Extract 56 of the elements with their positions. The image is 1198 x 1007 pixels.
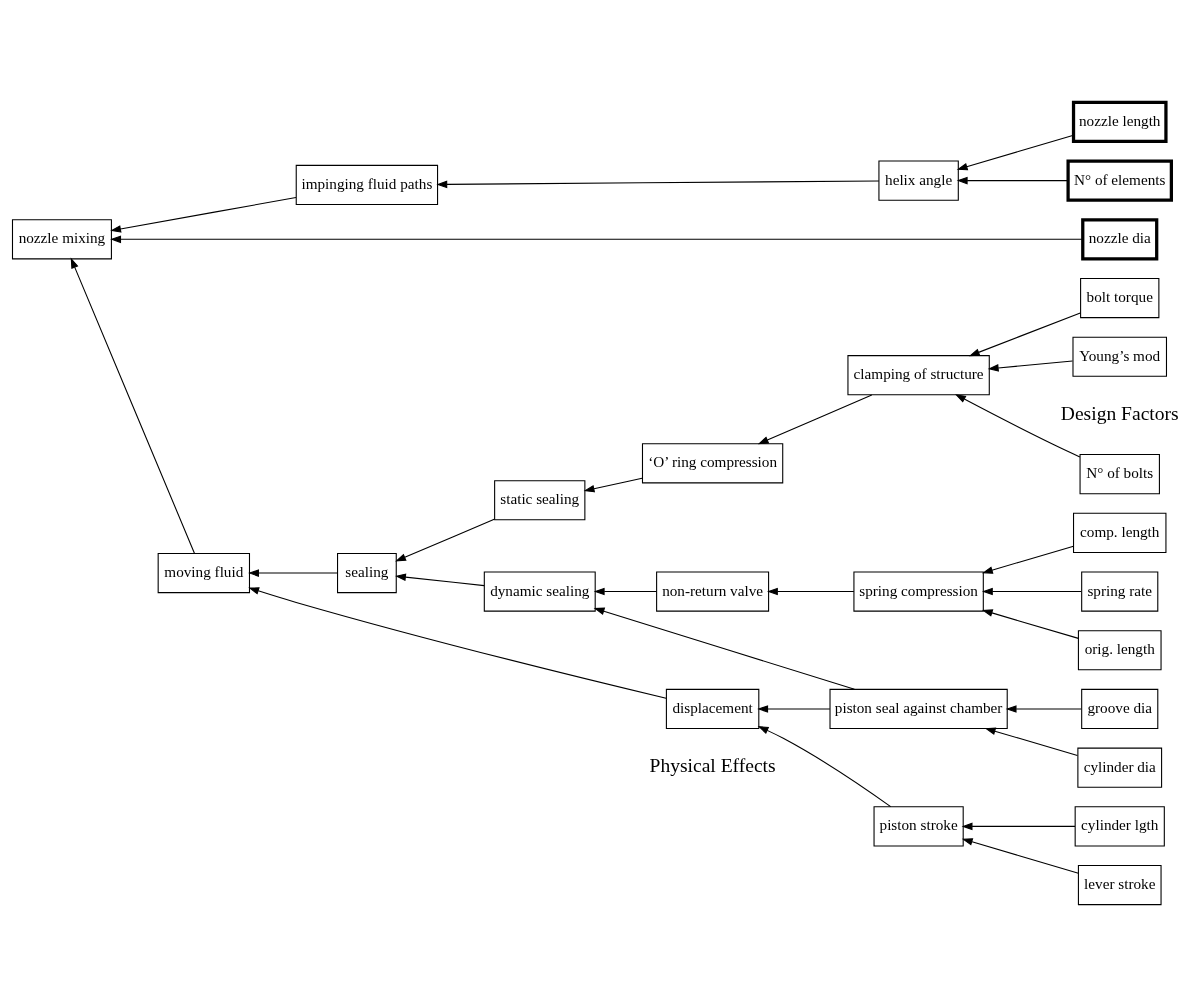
node-box: groove dia <box>1081 688 1159 730</box>
label: Design Factors <box>1060 403 1179 425</box>
node-box: static sealing <box>494 480 586 521</box>
arrow <box>987 360 1074 372</box>
arrow <box>981 609 1079 639</box>
label: Physical Effects <box>649 755 776 777</box>
node-box: lever stroke <box>1077 864 1162 906</box>
arrow <box>110 196 297 233</box>
node-box: nozzle mixing <box>11 219 112 260</box>
node-box: ‘O’ ring compression <box>641 443 784 484</box>
node-box: comp. length <box>1073 512 1167 553</box>
arrow <box>757 394 873 445</box>
node-box: clamping of structure <box>847 355 990 396</box>
arrow <box>767 587 855 596</box>
node-box: nozzle dia <box>1081 218 1159 261</box>
arrow <box>593 607 856 690</box>
arrow <box>956 176 1069 185</box>
node-box: dynamic sealing <box>483 571 596 612</box>
node-box: cylinder lgth <box>1074 806 1165 847</box>
node-box: nozzle length <box>1071 100 1168 144</box>
node-box: displacement <box>665 688 760 730</box>
arrow <box>757 705 831 713</box>
node-box: piston seal against chamber <box>829 688 1008 730</box>
node-box: sealing <box>337 552 397 594</box>
node-box: piston stroke <box>873 806 964 847</box>
node-box: cylinder dia <box>1077 747 1163 788</box>
arrow <box>395 518 495 562</box>
arrow <box>593 587 658 596</box>
node-box: non-return valve <box>656 571 770 612</box>
arrow <box>956 134 1075 171</box>
arrow <box>981 545 1075 574</box>
node-box: spring rate <box>1081 571 1159 612</box>
node-box: orig. length <box>1077 630 1162 671</box>
arrow <box>961 838 1079 874</box>
arrow <box>436 180 880 189</box>
arrow <box>984 727 1078 757</box>
arrow <box>583 477 643 493</box>
arrow <box>70 257 195 554</box>
node-box: Young’s mod <box>1072 336 1168 377</box>
arrow <box>110 235 1084 244</box>
arrow <box>1005 705 1082 713</box>
node-box: spring compression <box>853 571 984 612</box>
arrow <box>395 573 485 587</box>
node-box: bolt torque <box>1080 277 1160 319</box>
arrow <box>981 587 1082 596</box>
node-box: impinging fluid paths <box>295 164 439 206</box>
arrow <box>757 726 892 808</box>
node-box: helix angle <box>878 160 959 201</box>
arrow <box>248 569 338 577</box>
arrow <box>955 394 1081 458</box>
node-box: moving fluid <box>157 552 251 594</box>
arrow <box>961 822 1076 831</box>
node-box: N° of bolts <box>1079 454 1160 495</box>
arrow <box>248 587 667 699</box>
arrow <box>968 312 1081 357</box>
node-box: N° of elements <box>1066 159 1173 202</box>
